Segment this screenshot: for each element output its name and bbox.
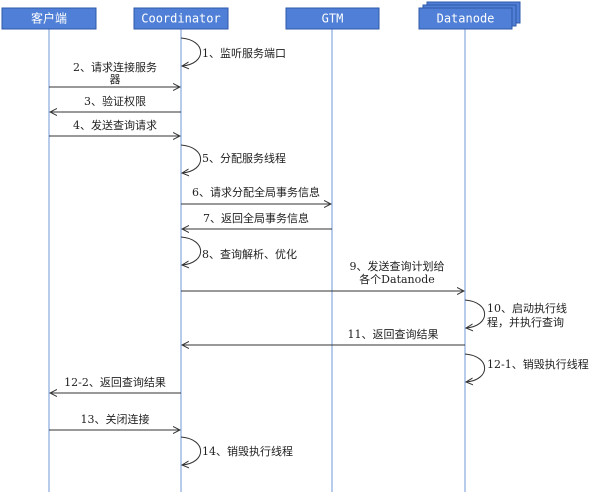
message-label: 10、启动执行线 [487,301,567,315]
participant-label: GTM [322,12,344,26]
message-label: 9、发送查询计划给 [350,259,445,273]
message-label: 14、销毁执行线程 [202,444,293,458]
message-7: 7、返回全局事务信息 [182,211,332,229]
message-label: 各个Datanode [359,272,435,286]
participant-client: 客户端 [1,7,97,30]
message-3: 3、验证权限 [50,94,181,112]
message-14: 13、关闭连接 [49,412,180,430]
self-message-arrow [181,436,201,465]
message-5: 5、分配服务线程 [181,144,286,173]
message-label: 8、查询解析、优化 [202,247,297,261]
message-8: 8、查询解析、优化 [181,236,297,265]
message-label: 5、分配服务线程 [202,151,286,165]
message-6: 6、请求分配全局事务信息 [181,185,331,204]
participant-coordinator: Coordinator [133,7,229,30]
message-13: 12-2、返回查询结果 [50,375,181,393]
self-message-arrow [181,236,201,265]
message-label: 7、返回全局事务信息 [203,211,309,225]
participant-datanode: Datanode [418,1,521,30]
message-11: 11、返回查询结果 [182,327,465,345]
self-message-arrow [465,299,485,328]
self-message-arrow [465,353,485,382]
participant-label: Datanode [437,12,495,26]
participant-box [418,7,513,30]
participant-gtm: GTM [285,7,380,30]
message-label: 11、返回查询结果 [348,327,439,341]
message-label: 6、请求分配全局事务信息 [192,185,320,199]
participant-box [1,7,97,30]
message-label: 12-1、销毁执行线程 [487,357,589,371]
participant-box [133,7,229,30]
message-15: 14、销毁执行线程 [181,436,293,465]
message-12: 12-1、销毁执行线程 [465,353,589,382]
participant-box [285,7,380,30]
message-label: 13、关闭连接 [81,412,150,426]
message-label: 2、请求连接服务 [73,61,157,74]
participant-label: 客户端 [31,11,67,26]
participant-headers: 客户端 Coordinator GTM Datanode [1,1,521,30]
message-label: 12-2、返回查询结果 [64,375,166,389]
message-label: 器 [110,73,121,86]
message-label: 1、监听服务端口 [202,47,286,60]
message-label: 4、发送查询请求 [73,118,157,132]
self-message-arrow [181,37,201,66]
self-message-arrow [181,144,201,173]
lifelines [48,29,466,492]
message-4: 4、发送查询请求 [49,118,180,136]
participant-label: Coordinator [141,12,220,26]
message-label: 程，并执行查询 [487,315,564,329]
message-label: 3、验证权限 [84,94,146,108]
message-1: 1、监听服务端口 [181,37,286,66]
